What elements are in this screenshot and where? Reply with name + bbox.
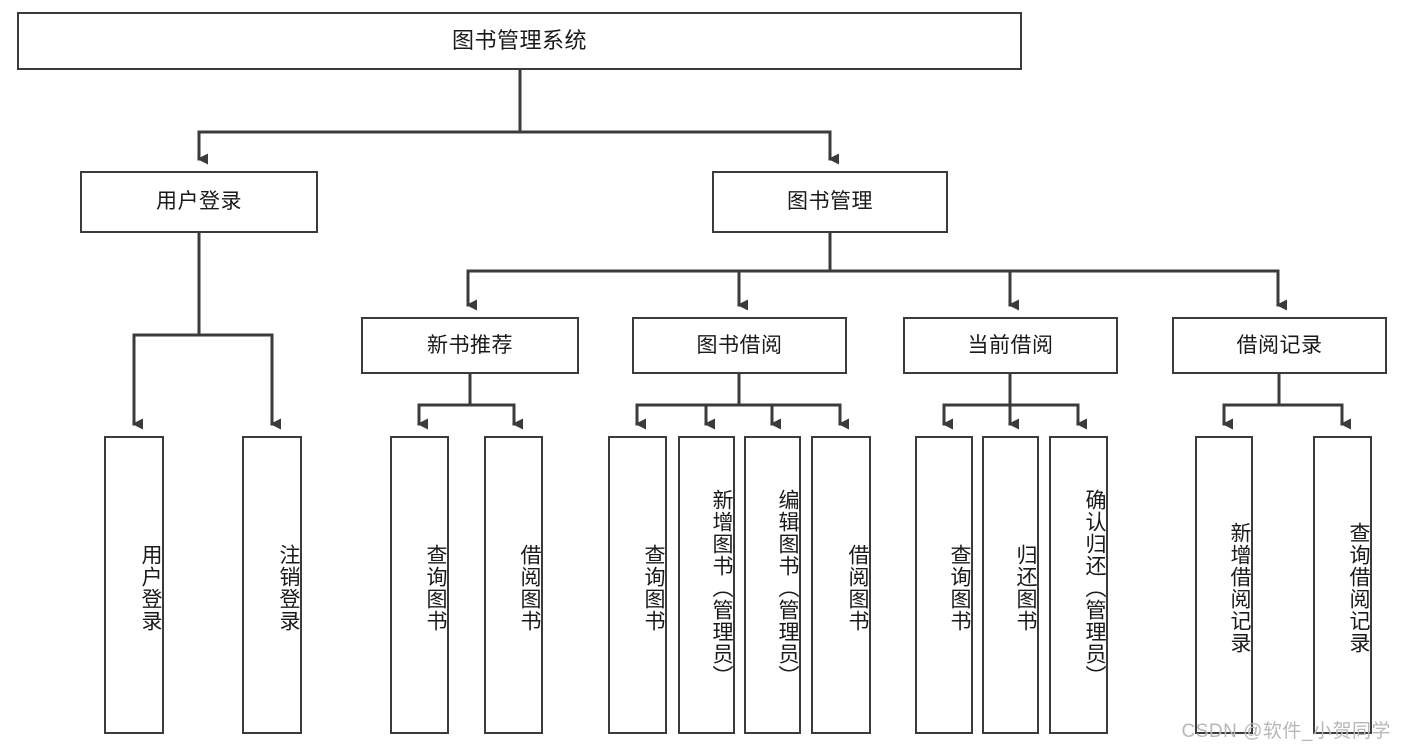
node-leaf-3-label: 借阅图书	[518, 544, 541, 632]
node-leaf-5[interactable]: 新增图书（管理员）	[678, 436, 735, 734]
node-leaf-0[interactable]: 用户登录	[104, 436, 164, 734]
node-leaf-9-label: 归还图书	[1014, 544, 1037, 632]
node-leaf-12[interactable]: 查询借阅记录	[1313, 436, 1372, 734]
node-level1-0[interactable]: 用户登录	[80, 171, 318, 233]
node-level2-0-label: 新书推荐	[427, 333, 513, 357]
node-level1-0-label: 用户登录	[156, 190, 242, 214]
node-leaf-6-label: 编辑图书（管理员）	[776, 489, 799, 687]
node-level2-2-label: 当前借阅	[967, 333, 1054, 357]
node-level2-2[interactable]: 当前借阅	[903, 317, 1118, 374]
node-level1-1-label: 图书管理	[787, 190, 873, 214]
node-leaf-4[interactable]: 查询图书	[608, 436, 667, 734]
node-leaf-10-label: 确认归还（管理员）	[1083, 489, 1106, 687]
node-leaf-5-label: 新增图书（管理员）	[710, 489, 733, 687]
watermark-label: CSDN @软件_小贺同学	[1181, 721, 1391, 742]
node-leaf-6[interactable]: 编辑图书（管理员）	[744, 436, 801, 734]
node-leaf-11[interactable]: 新增借阅记录	[1195, 436, 1253, 734]
node-leaf-12-label: 查询借阅记录	[1347, 522, 1370, 654]
node-level2-0[interactable]: 新书推荐	[361, 317, 579, 374]
node-leaf-4-label: 查询图书	[642, 544, 665, 632]
node-leaf-1-label: 注销登录	[277, 544, 300, 632]
node-leaf-9[interactable]: 归还图书	[982, 436, 1039, 734]
node-leaf-3[interactable]: 借阅图书	[484, 436, 543, 734]
node-leaf-7-label: 借阅图书	[846, 544, 869, 632]
node-leaf-2-label: 查询图书	[424, 544, 447, 632]
node-level2-3-label: 借阅记录	[1236, 333, 1323, 357]
node-leaf-11-label: 新增借阅记录	[1228, 522, 1251, 654]
node-leaf-7[interactable]: 借阅图书	[811, 436, 871, 734]
node-leaf-10[interactable]: 确认归还（管理员）	[1049, 436, 1108, 734]
node-level2-1-label: 图书借阅	[696, 333, 783, 357]
node-level1-1[interactable]: 图书管理	[712, 171, 948, 233]
node-level2-3[interactable]: 借阅记录	[1172, 317, 1387, 374]
node-leaf-2[interactable]: 查询图书	[390, 436, 449, 734]
node-level2-1[interactable]: 图书借阅	[632, 317, 847, 374]
node-leaf-1[interactable]: 注销登录	[242, 436, 302, 734]
node-root-label: 图书管理系统	[451, 27, 587, 53]
node-leaf-8-label: 查询图书	[948, 544, 971, 632]
node-leaf-0-label: 用户登录	[139, 544, 162, 632]
node-leaf-8[interactable]: 查询图书	[915, 436, 973, 734]
node-root[interactable]: 图书管理系统	[17, 12, 1022, 70]
